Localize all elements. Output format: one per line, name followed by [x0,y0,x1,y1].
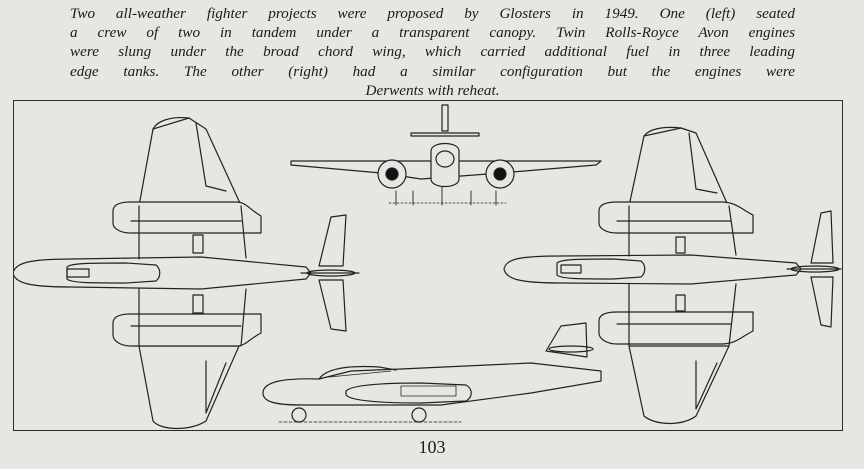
left-plan-view [14,116,360,430]
front-view [290,104,602,206]
caption: Two all-weather fighter projects were pr… [70,4,795,100]
aircraft-drawings [14,104,842,430]
page-number: 103 [418,437,446,457]
aircraft-drawing-frame [13,100,843,431]
caption-line: a crew of two in tandem under a transpar… [70,24,795,42]
caption-line: edge tanks. The other (right) had a simi… [70,62,795,80]
caption-line: were slung under the broad chord wing, w… [70,43,795,61]
caption-line: Two all-weather fighter projects were pr… [70,5,795,22]
side-view [262,322,602,423]
caption-line: Derwents with reheat. [365,81,500,99]
right-plan-view [503,126,842,425]
